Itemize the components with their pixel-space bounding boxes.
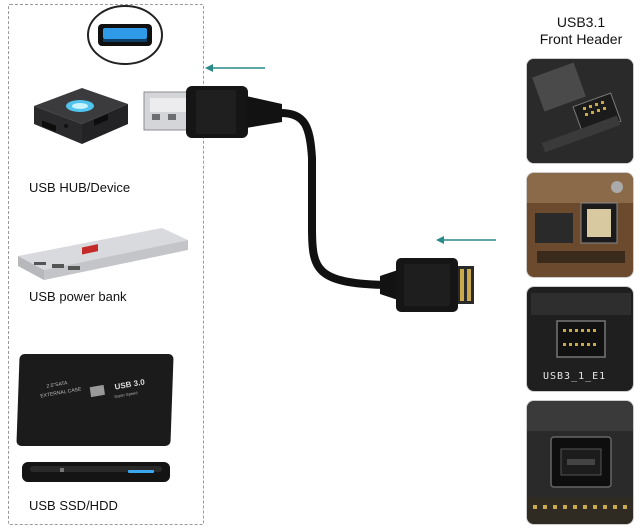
ssd-hdd-label: USB SSD/HDD [29,498,118,513]
motherboard-photo-1 [526,58,634,164]
motherboard-photo-4 [526,400,634,525]
header-title-line1: USB3.1 [556,14,606,30]
usb-port-closeup [86,4,164,66]
ssd-case-image: 2.5"SATA EXTERNAL CASE USB 3.0 Super Spe… [16,354,174,446]
ssd-case-text-4: Super Speed [113,390,138,399]
arrow-left-icon-2 [436,234,498,246]
usb-cable-image [140,78,518,318]
usb-hub-label: USB HUB/Device [29,180,131,195]
hdd-image [20,458,172,486]
arrow-left-icon [205,62,267,74]
power-bank-label: USB power bank [29,289,127,304]
usb-hub-image [24,80,134,152]
device-panel [8,4,204,525]
ssd-case-text-3: USB 3.0 [114,377,146,392]
ssd-case-logo [89,384,105,398]
header-title-line2: Front Header [539,31,623,47]
motherboard-photo-3: USB3_1_E1 [526,286,634,392]
board-label: USB3_1_E1 [543,371,607,382]
power-bank-image [14,222,192,286]
motherboard-photo-2 [526,172,634,278]
